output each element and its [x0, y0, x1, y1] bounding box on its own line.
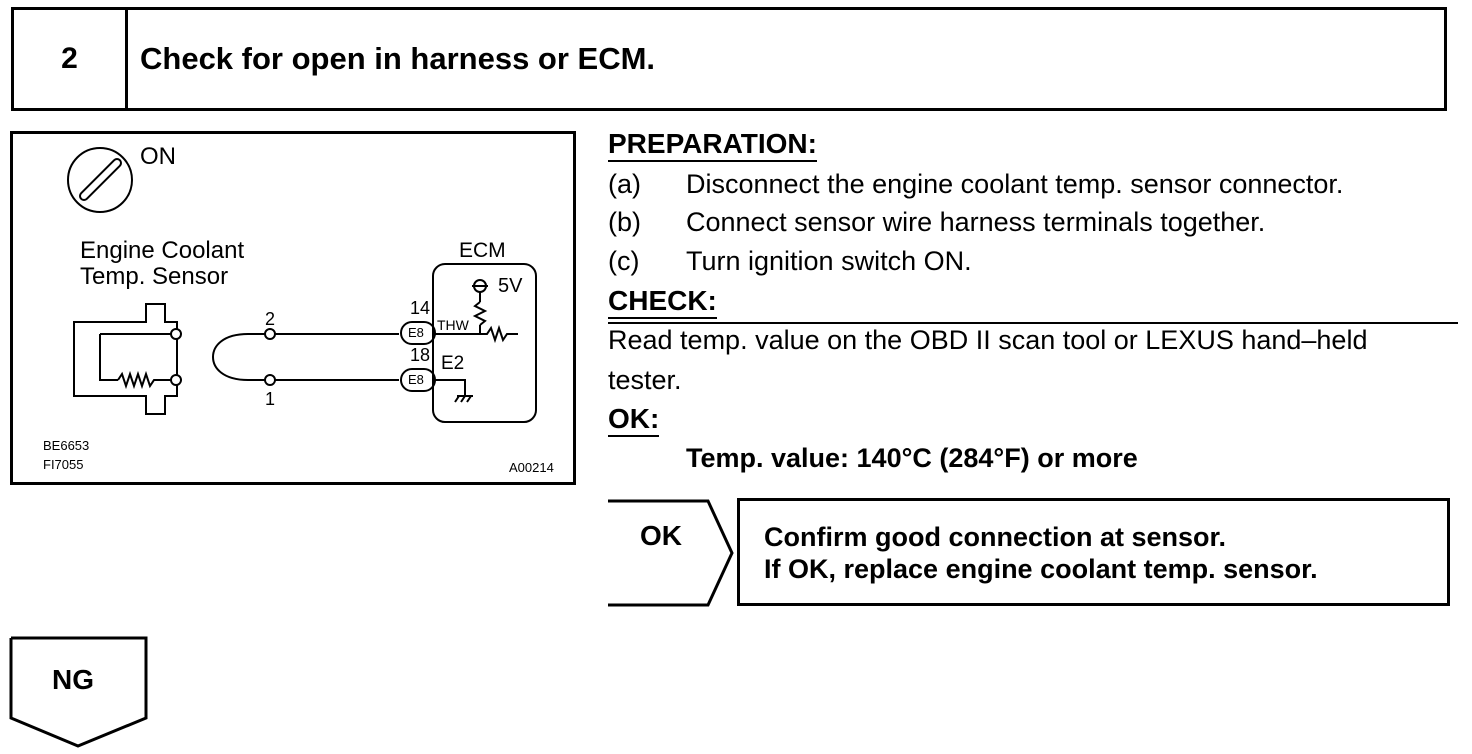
check-rule	[608, 322, 1458, 324]
prep-step-b-label: (b)	[608, 207, 641, 237]
preparation-heading: PREPARATION:	[608, 130, 817, 162]
terminal-1-label: 1	[265, 389, 276, 409]
step-title: Check for open in harness or ECM.	[140, 41, 656, 76]
ok-result-line-2: If OK, replace engine coolant temp. sens…	[764, 554, 1318, 584]
prep-step-c-label: (c)	[608, 246, 640, 276]
prep-step-c-text: Turn ignition switch ON.	[686, 246, 972, 276]
sensor-body	[73, 303, 178, 415]
ecm-label: ECM	[459, 239, 506, 262]
ok-result-box: Confirm good connection at sensor. If OK…	[737, 498, 1450, 606]
ok-label: OK	[640, 520, 682, 551]
ok-spec-heading: OK:	[608, 405, 660, 437]
signal-e2-label: E2	[441, 353, 465, 374]
connector-e8-upper: E8	[408, 325, 424, 340]
prep-step-b-text: Connect sensor wire harness terminals to…	[686, 207, 1266, 237]
ok-result-line-1: Confirm good connection at sensor.	[764, 522, 1227, 552]
prep-step-a-text: Disconnect the engine coolant temp. sens…	[686, 169, 1344, 199]
ng-arrow-box	[9, 636, 148, 748]
step-header: 2 Check for open in harness or ECM.	[11, 7, 1447, 111]
check-heading: CHECK:	[608, 287, 717, 319]
harness-jumper	[211, 333, 266, 381]
check-line-2: tester.	[608, 365, 682, 395]
ignition-on-label: ON	[140, 143, 176, 170]
signal-thw-label: THW	[437, 317, 469, 333]
step-number: 2	[14, 10, 128, 108]
ignition-key-icon	[67, 147, 133, 213]
sensor-resistor	[117, 370, 173, 390]
wiring-diagram: ON Engine Coolant Temp. Sensor ECM 5V 2 …	[10, 131, 576, 485]
ok-arrow-box	[608, 499, 734, 607]
sensor-name-line2: Temp. Sensor	[80, 263, 229, 290]
figure-code-3: A00214	[509, 460, 554, 475]
ecm-box	[432, 263, 537, 423]
sensor-name-line1: Engine Coolant	[80, 237, 245, 264]
ok-spec-value: Temp. value: 140°C (284°F) or more	[686, 443, 1138, 473]
ng-label: NG	[52, 664, 94, 695]
pullup-resistor	[472, 301, 488, 326]
pin-14-label: 14	[410, 298, 431, 318]
figure-code-2: FI7055	[43, 457, 84, 472]
wiring-schematic	[67, 147, 537, 423]
terminal-2-label: 2	[265, 309, 276, 329]
connector-e8-lower: E8	[408, 372, 424, 387]
figure-code-1: BE6653	[43, 438, 90, 453]
pin-18-label: 18	[410, 345, 431, 365]
prep-step-a-label: (a)	[608, 169, 641, 199]
voltage-label: 5V	[498, 275, 523, 297]
check-line-1: Read temp. value on the OBD II scan tool…	[608, 325, 1368, 355]
